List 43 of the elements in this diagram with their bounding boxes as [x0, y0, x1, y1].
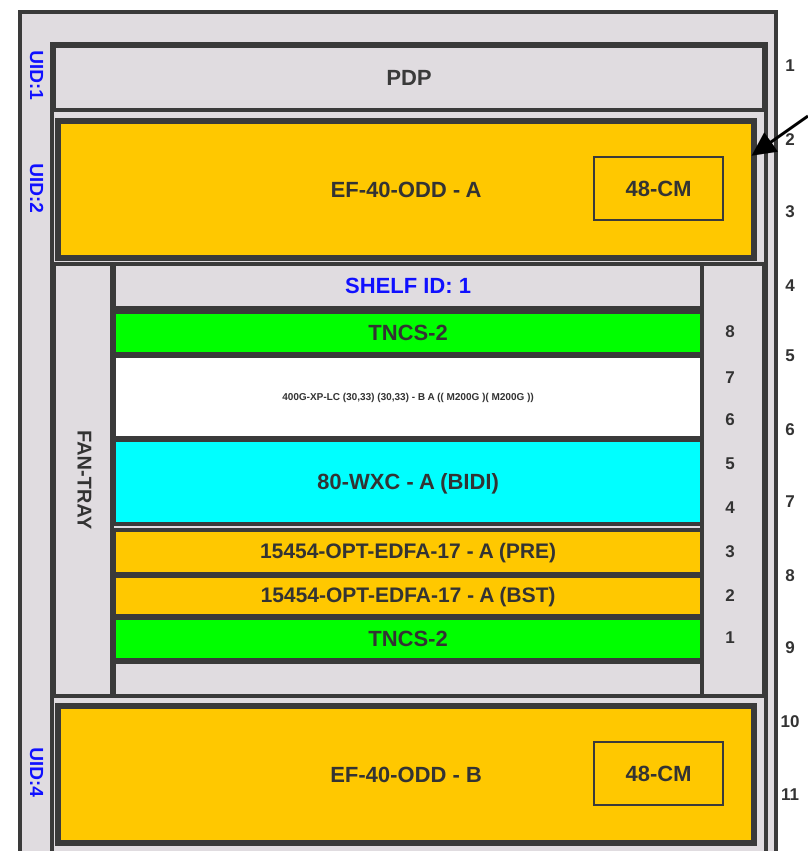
module-label: 48-CM	[625, 760, 692, 786]
module-label: 400G-XP-LC (30,33) (30,33) - B A (( M200G )( M200G ))	[282, 392, 534, 402]
slot-number: 4	[725, 498, 735, 518]
rack-unit-number: 2	[785, 130, 795, 150]
module-box	[593, 156, 724, 221]
rack-unit-number: 4	[785, 276, 795, 296]
slot-number: 2	[725, 586, 735, 606]
module-label: 15454-OPT-EDFA-17 - A (PRE)	[260, 540, 556, 564]
module-label: 80-WXC - A (BIDI)	[317, 469, 499, 495]
rack-unit-number: 10	[780, 712, 800, 732]
module-box	[55, 118, 757, 261]
module-label: FAN-TRAY	[72, 430, 94, 530]
module-label: SHELF ID: 1	[345, 273, 471, 299]
rack-unit-number: 11	[781, 785, 799, 805]
rack-unit-number: 7	[785, 492, 795, 512]
rack-unit-number: 9	[785, 638, 795, 658]
module-label: TNCS-2	[368, 626, 448, 652]
uid-label: UID:2	[24, 163, 46, 213]
module-box	[55, 703, 757, 846]
module-label: 48-CM	[625, 176, 692, 202]
arrow	[752, 114, 808, 156]
rack-unit-number: 6	[785, 420, 795, 440]
rack-unit-number: 1	[785, 56, 795, 76]
slot-number: 3	[725, 542, 735, 562]
module-label: PDP	[386, 65, 432, 91]
fan-tray-panel	[52, 262, 114, 698]
slot-number-column	[700, 262, 766, 698]
rack-unit-number: 3	[785, 202, 795, 222]
uid-label: UID:4	[24, 747, 46, 797]
module-label: 15454-OPT-EDFA-17 - A (BST)	[260, 584, 556, 608]
power-panel	[52, 44, 766, 112]
module-label: TNCS-2	[368, 320, 448, 346]
rack-unit-number: 8	[785, 566, 795, 586]
rack-unit-number: 5	[785, 346, 795, 366]
slot-number: 7	[725, 368, 735, 388]
uid-label: UID:1	[24, 50, 46, 100]
slot-number: 5	[725, 454, 735, 474]
module-label: EF-40-ODD - B	[330, 762, 482, 788]
module-box	[593, 741, 724, 806]
module-label: EF-40-ODD - A	[330, 176, 482, 202]
slot-number: 8	[725, 322, 735, 342]
slot-number: 1	[725, 628, 735, 648]
slot-number: 6	[725, 410, 735, 430]
